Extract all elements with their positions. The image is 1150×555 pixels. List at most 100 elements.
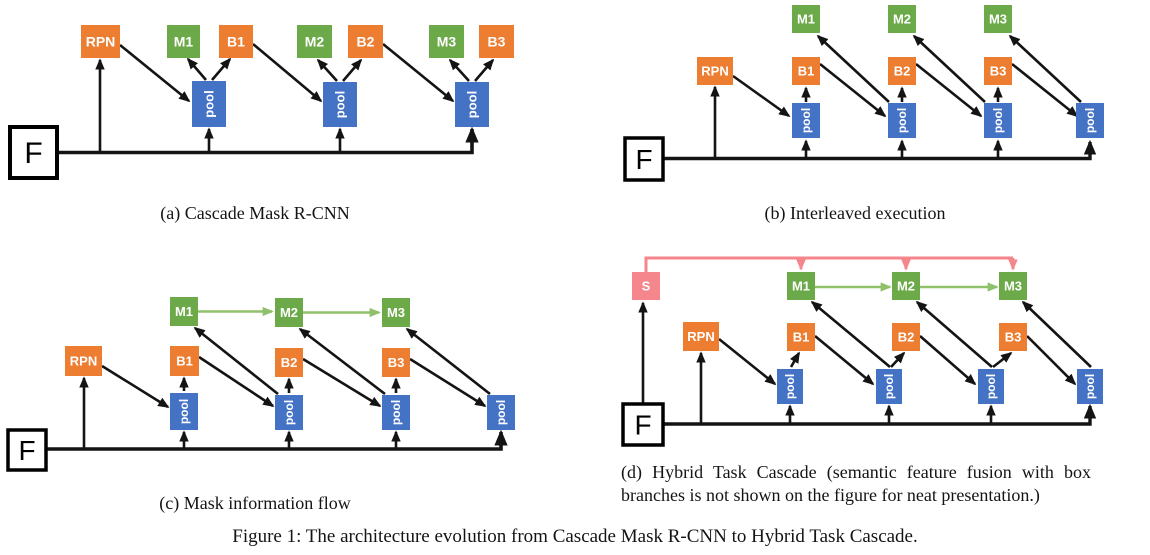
node-b-f	[623, 136, 665, 182]
node-d-m1	[787, 272, 815, 300]
node-b-pool4	[1076, 103, 1104, 138]
edge-a-pool3-to-b3	[474, 58, 495, 82]
node-label-a-m3: M3	[437, 33, 457, 49]
edge-b-pool4-to-m3	[1008, 34, 1082, 103]
node-label-c-m3: M3	[387, 305, 405, 320]
edge-d-b2-to-pool3	[919, 335, 977, 386]
node-d-pool3	[978, 369, 1004, 404]
node-label-d-pool1: pool	[783, 374, 797, 399]
node-label-d-f: F	[634, 409, 651, 440]
node-label-a-pool2: pool	[333, 91, 348, 118]
node-label-c-m1: M1	[175, 304, 193, 319]
node-c-rpn	[65, 346, 102, 376]
node-label-c-pool2: pool	[282, 400, 296, 425]
node-b-b2	[888, 57, 916, 85]
edge-a-pool2-to-b2	[342, 58, 363, 82]
node-label-d-b1: B1	[793, 330, 810, 345]
node-a-rpn	[81, 25, 120, 58]
node-c-m1	[170, 297, 198, 326]
edge-a-rpn-to-pool1	[119, 43, 191, 103]
edge-b-pool2-to-m1	[816, 34, 890, 103]
node-d-pool4	[1077, 369, 1103, 404]
node-label-a-m2: M2	[305, 33, 325, 49]
node-b-pool2	[888, 103, 916, 138]
node-label-d-b2: B2	[898, 330, 915, 345]
edge-b-b3-to-pool4	[1011, 62, 1079, 118]
edge-c-feature-trunk	[46, 429, 508, 451]
edge-b-b2-to-pool3	[915, 62, 983, 118]
edge-d-pool3-to-b3	[992, 351, 1013, 369]
caption-panel-b: (b) Interleaved execution	[764, 203, 946, 223]
node-label-c-pool4: pool	[494, 400, 508, 425]
edge-a-pool1-to-m1	[186, 57, 207, 81]
node-c-pool4	[487, 395, 515, 430]
node-a-m3	[429, 25, 464, 58]
edge-d-b1-to-pool2	[814, 334, 875, 386]
node-a-m1	[167, 25, 200, 58]
node-label-d-rpn: RPN	[687, 329, 714, 344]
node-c-b1	[170, 346, 199, 376]
figure-caption: Figure 1: The architecture evolution fro…	[232, 526, 918, 547]
node-label-c-f: F	[18, 435, 35, 466]
node-d-b1	[787, 323, 815, 351]
node-label-c-pool1: pool	[177, 399, 191, 424]
node-a-pool3	[455, 82, 489, 127]
caption-panel-d: (d) Hybrid Task Cascade (semantic featur…	[621, 461, 1091, 507]
node-label-a-b1: B1	[227, 33, 245, 49]
edge-a-pool1-to-b1	[211, 57, 232, 81]
caption-panel-a: (a) Cascade Mask R-CNN	[160, 203, 350, 223]
node-c-pool2	[275, 395, 303, 430]
node-b-m3	[984, 5, 1012, 33]
edge-d-rpn-to-pool1	[718, 337, 777, 386]
edge-b-b1-to-pool2	[819, 62, 887, 118]
edge-c-b1-to-pool2	[198, 355, 275, 408]
edge-a-pool2-to-m2	[316, 58, 338, 82]
node-c-pool1	[170, 393, 198, 430]
edge-c-b2-to-pool3	[302, 357, 382, 408]
node-label-a-pool1: pool	[202, 90, 217, 117]
node-label-c-m2: M2	[280, 305, 298, 320]
node-label-a-m1: M1	[174, 33, 194, 49]
node-label-b-pool3: pool	[991, 108, 1005, 133]
node-label-a-b2: B2	[357, 33, 375, 49]
edge-d-feature-trunk	[663, 403, 1097, 426]
node-d-pool2	[876, 369, 902, 404]
edge-d-pool2-to-b2	[890, 351, 906, 368]
edge-d-pool3-to-m2	[915, 300, 993, 368]
node-c-b2	[275, 348, 303, 377]
node-b-b1	[792, 57, 820, 85]
node-label-b-m2: M2	[893, 12, 911, 27]
node-label-b-rpn: RPN	[701, 64, 728, 79]
node-c-b3	[382, 348, 410, 377]
node-label-a-f: F	[24, 137, 42, 170]
node-label-b-f: F	[635, 144, 652, 175]
node-a-pool2	[323, 82, 357, 127]
node-d-b2	[892, 323, 920, 351]
caption-panel-d-line1: (d) Hybrid Task Cascade (semantic featur…	[621, 462, 1091, 482]
node-label-d-s: S	[642, 279, 651, 294]
node-label-b-b3: B3	[990, 64, 1007, 79]
node-label-b-b1: B1	[798, 64, 815, 79]
node-a-m2	[297, 25, 332, 58]
node-d-m3	[999, 272, 1027, 300]
node-label-d-pool2: pool	[882, 374, 896, 399]
edge-c-pool4-to-m3	[405, 327, 491, 396]
node-a-b3	[479, 25, 514, 58]
node-label-d-m1: M1	[792, 279, 810, 294]
node-a-b1	[219, 25, 253, 58]
node-c-f	[6, 428, 48, 472]
edge-d-b3-to-pool4	[1026, 335, 1077, 386]
node-c-m2	[275, 298, 303, 327]
edge-c-b3-to-pool4	[409, 357, 487, 408]
edge-a-b1-to-pool2	[252, 43, 323, 103]
node-b-rpn	[697, 57, 733, 85]
node-label-a-b3: B3	[488, 33, 506, 49]
caption-panel-c: (c) Mask information flow	[159, 493, 351, 513]
edge-d-pool2-to-m1	[810, 300, 891, 368]
node-b-b3	[984, 57, 1012, 85]
node-d-rpn	[683, 322, 719, 351]
